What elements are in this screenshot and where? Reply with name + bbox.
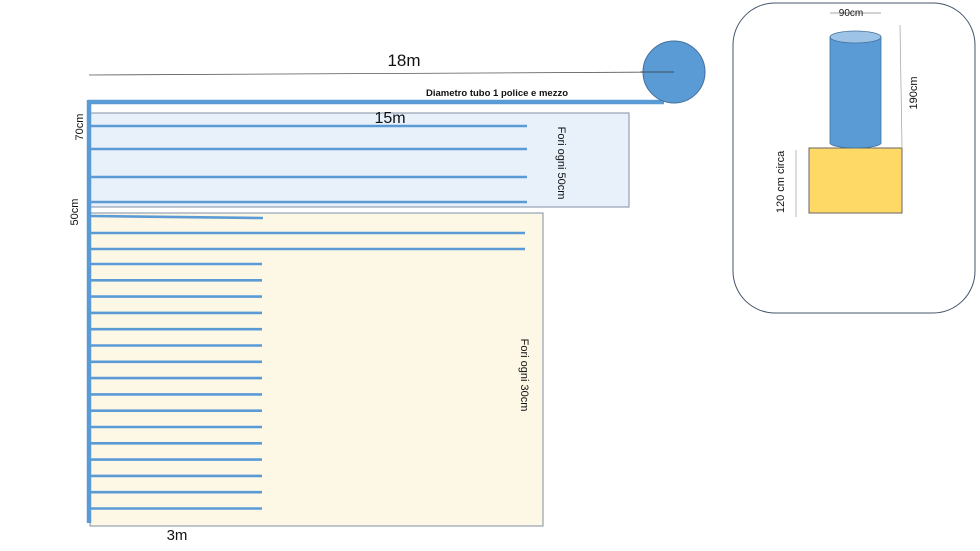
label-holes-30cm: Fori ogni 30cm (518, 339, 530, 412)
label-90cm: 90cm (839, 8, 863, 19)
branch-pipe-lower-short (90, 214, 264, 220)
label-50cm: 50cm (69, 199, 81, 226)
upper-zone (89, 112, 630, 208)
lower-zone (89, 212, 544, 527)
label-3m: 3m (167, 527, 188, 544)
tank-height-line (899, 24, 903, 148)
water-tank-cylinder (829, 30, 882, 149)
label-pipe-diameter: Diametro tubo 1 police e mezzo (426, 88, 568, 99)
label-190cm: 190cm (908, 76, 920, 109)
label-15m: 15m (374, 110, 405, 127)
label-holes-50cm: Fori ogni 50cm (555, 127, 567, 200)
tank-base (808, 147, 903, 214)
label-120cm: 120 cm circa (775, 150, 787, 213)
label-18m: 18m (387, 51, 420, 70)
branch-pipes (90, 124, 527, 510)
label-70cm: 70cm (74, 114, 86, 141)
dimension-line-18m (88, 71, 675, 76)
